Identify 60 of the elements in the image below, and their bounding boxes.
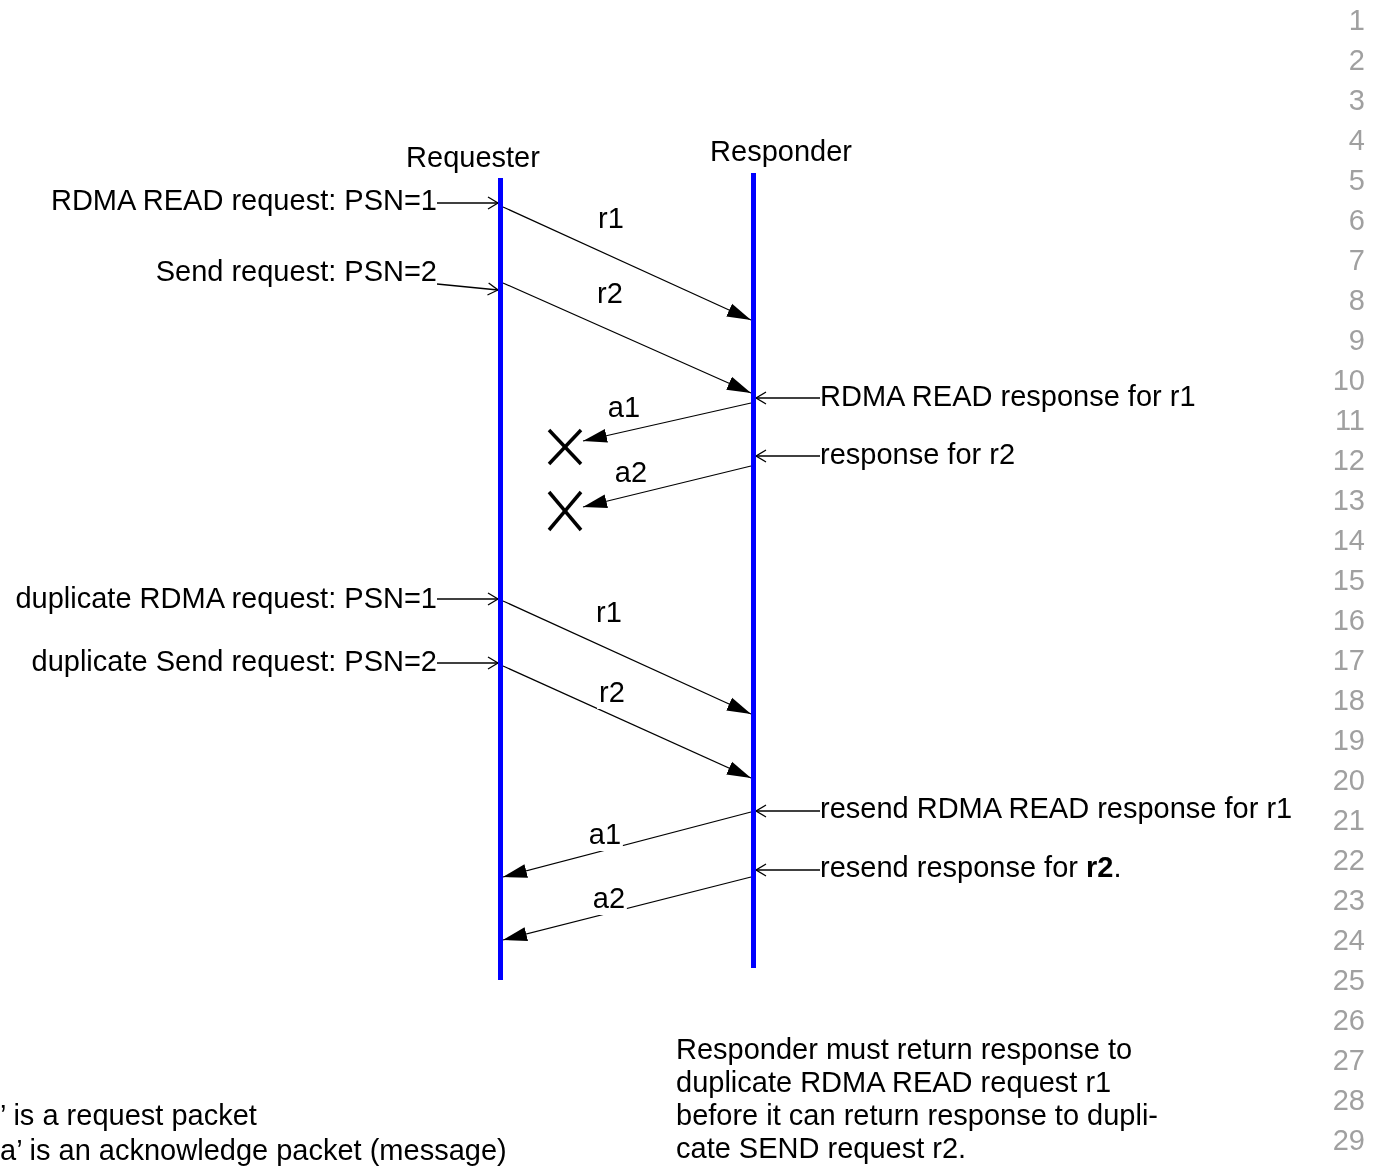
line-number: 9: [1348, 323, 1365, 357]
line-number: 23: [1332, 883, 1365, 917]
key-text: a’ is an acknowledge packet (message): [0, 1133, 507, 1167]
leader-arrow: [436, 282, 499, 296]
line-number: 26: [1332, 1003, 1365, 1037]
lifeline-label: Requester: [406, 140, 540, 174]
leader-arrow: [755, 804, 821, 818]
line-number: 15: [1332, 563, 1365, 597]
line-number: 28: [1332, 1083, 1365, 1117]
message-arrow: [502, 600, 752, 715]
line-number: 17: [1332, 643, 1365, 677]
annotation-text: Send request: PSN=2: [155, 254, 437, 288]
line-number: 1: [1348, 3, 1365, 37]
line-number: 22: [1332, 843, 1365, 877]
annotation-text: resend response for r2.: [820, 850, 1122, 884]
line-number: 24: [1332, 923, 1365, 957]
leader-arrow: [436, 592, 499, 606]
annotation-text: response for r2: [820, 437, 1016, 471]
line-number: 11: [1334, 403, 1365, 437]
annotation-text: duplicate RDMA request: PSN=1: [15, 581, 437, 615]
key-text: ’ is a request packet: [0, 1098, 257, 1132]
annotation-text: resend RDMA READ response for r1: [820, 791, 1293, 825]
cross-mark: [547, 428, 583, 466]
line-number: 4: [1348, 123, 1365, 157]
leader-arrow: [755, 863, 821, 877]
message-arrow: [502, 206, 752, 321]
line-number: 14: [1332, 523, 1365, 557]
line-number: 20: [1332, 763, 1365, 797]
message-arrow: [582, 465, 752, 509]
message-arrow: [502, 282, 752, 394]
line-number: 5: [1348, 163, 1365, 197]
line-number: 12: [1332, 443, 1365, 477]
message-arrow: [502, 665, 752, 779]
line-number: 10: [1332, 363, 1365, 397]
annotation-text: RDMA READ request: PSN=1: [51, 183, 437, 217]
annotation-text: RDMA READ response for r1: [820, 379, 1196, 413]
message-arrow: [502, 876, 752, 941]
line-number: 27: [1332, 1043, 1365, 1077]
line-number: 25: [1332, 963, 1365, 997]
leader-arrow: [436, 196, 499, 210]
message-arrow: [502, 811, 752, 878]
line-number: 2: [1348, 43, 1365, 77]
leader-arrow: [755, 391, 821, 405]
line-number: 29: [1332, 1123, 1365, 1157]
note-text: Responder must return response to duplicate RDMA READ request r1 before it can return response to dupli- cate SEND request r2.: [676, 1033, 1159, 1165]
line-number: 18: [1332, 683, 1365, 717]
line-number: 16: [1332, 603, 1365, 637]
cross-mark: [547, 490, 583, 532]
line-number: 13: [1332, 483, 1365, 517]
lifeline-label: Responder: [710, 134, 852, 168]
line-number: 6: [1348, 203, 1365, 237]
line-number: 19: [1332, 723, 1365, 757]
annotation-text: duplicate Send request: PSN=2: [31, 644, 437, 678]
line-number: 8: [1348, 283, 1365, 317]
leader-arrow: [755, 449, 821, 463]
line-number: 3: [1348, 83, 1365, 117]
leader-arrow: [436, 656, 499, 670]
line-number: 21: [1332, 803, 1365, 837]
message-arrow: [582, 402, 752, 443]
line-number: 7: [1348, 243, 1365, 277]
